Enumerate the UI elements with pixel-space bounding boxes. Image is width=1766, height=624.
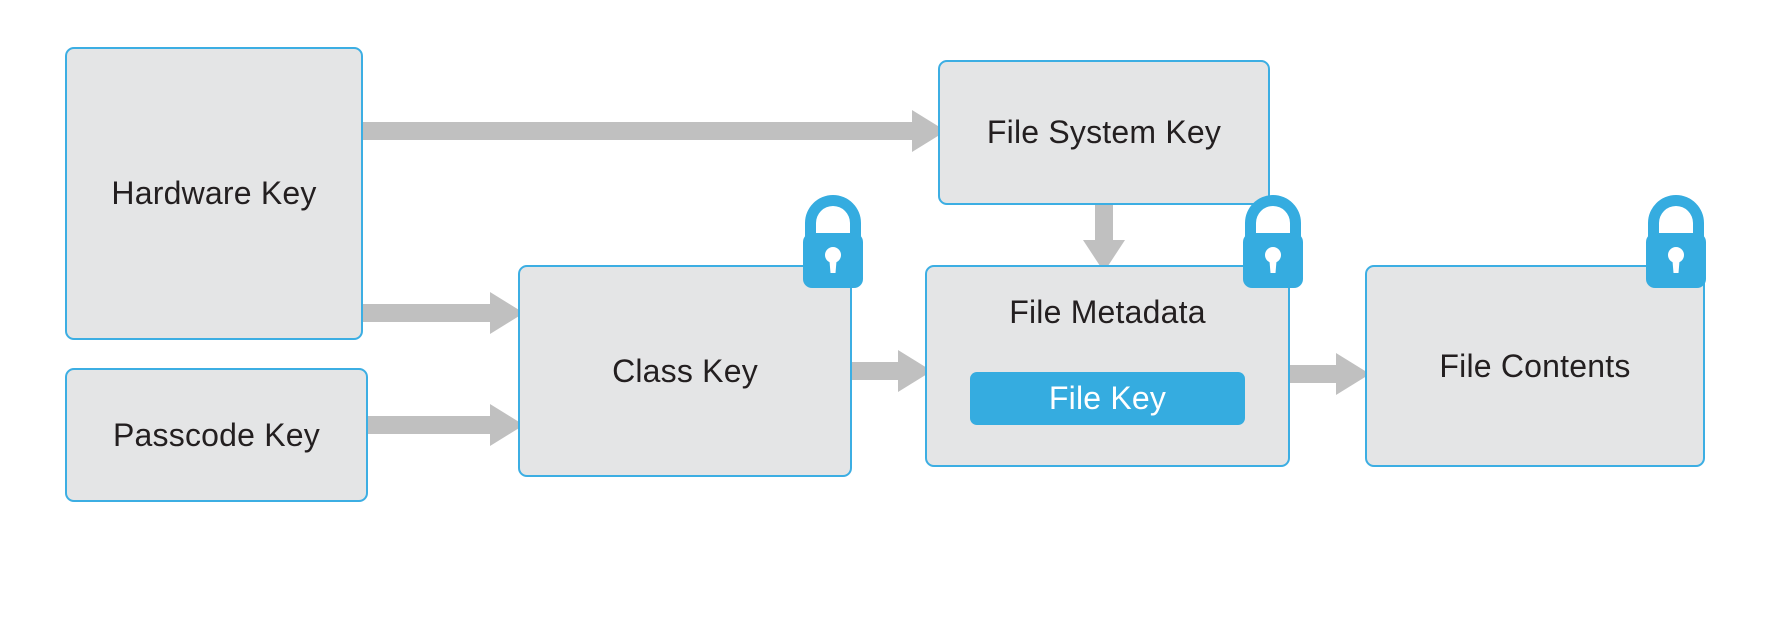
node-label-class-key: Class Key xyxy=(612,352,758,389)
node-label-hardware-key: Hardware Key xyxy=(111,175,317,212)
node-label-file-metadata: File Metadata xyxy=(1009,294,1206,330)
node-file-system-key[interactable]: File System Key xyxy=(938,60,1270,205)
node-label-passcode-key: Passcode Key xyxy=(113,416,320,453)
node-file-metadata[interactable]: File Metadata xyxy=(925,265,1290,467)
arrow-hardware-key-to-file-system-key xyxy=(360,110,946,152)
node-class-key[interactable]: Class Key xyxy=(518,265,852,477)
node-passcode-key[interactable]: Passcode Key xyxy=(65,368,368,502)
node-hardware-key[interactable]: Hardware Key xyxy=(65,47,363,340)
arrow-file-system-key-to-file-metadata xyxy=(1083,200,1125,272)
arrow-hardware-key-to-class-key xyxy=(360,292,524,334)
arrow-file-metadata-to-file-contents xyxy=(1286,353,1370,395)
file-key-button-label: File Key xyxy=(1048,380,1167,416)
file-key-button[interactable]: File Key xyxy=(970,372,1245,425)
lock-icon xyxy=(1243,195,1303,288)
lock-icon xyxy=(803,195,863,288)
arrow-passcode-key-to-class-key xyxy=(364,404,524,446)
node-label-file-system-key: File System Key xyxy=(986,114,1222,151)
node-file-contents[interactable]: File Contents xyxy=(1365,265,1705,467)
arrow-class-key-to-file-metadata xyxy=(848,350,932,392)
node-label-file-contents: File Contents xyxy=(1439,347,1631,384)
lock-icon xyxy=(1646,195,1706,288)
